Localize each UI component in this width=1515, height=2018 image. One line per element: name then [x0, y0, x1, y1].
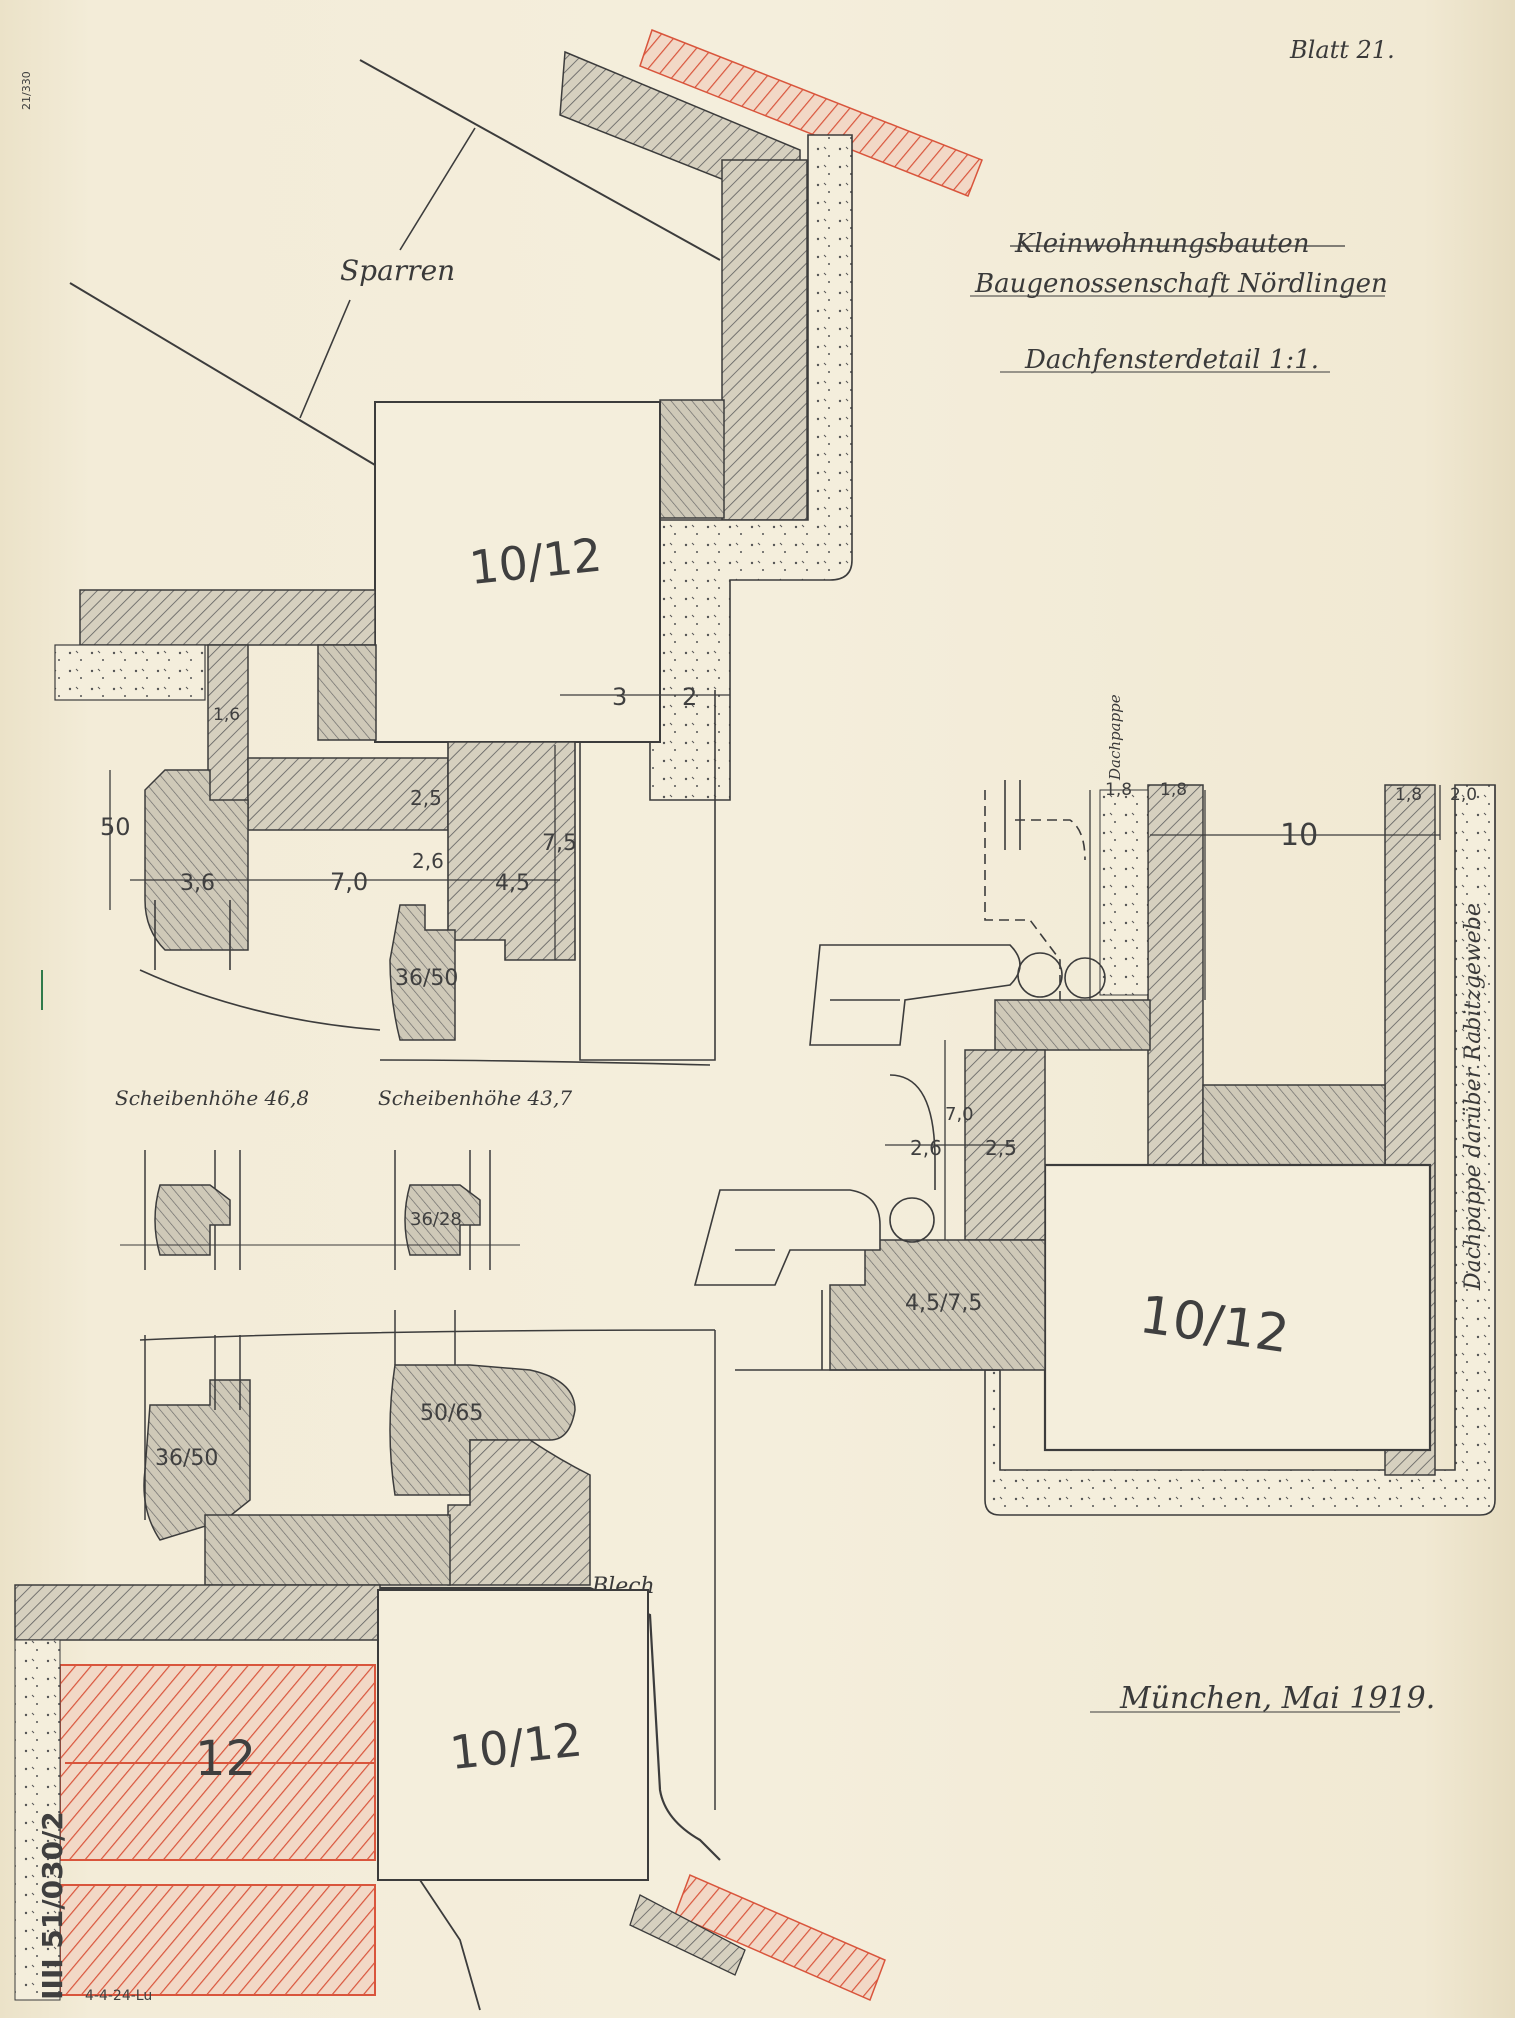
frame-outline-lines: [139, 690, 716, 1066]
sash-label-bottom-right: 50/65: [420, 1401, 483, 1426]
dim-1-6: 1,6: [213, 705, 240, 725]
dim-3: 3: [612, 683, 627, 711]
archive-number: IIII 51/030/2: [36, 1811, 69, 2000]
sash-profile-bottom-left: [143, 1379, 251, 1541]
post-right-inner: [1147, 784, 1204, 1166]
roof-tile-red-top: [639, 29, 983, 197]
label-scheibenhoehe-left: Scheibenhöhe 46,8: [115, 1086, 309, 1110]
cover-strip-right: [994, 999, 1151, 1051]
jamb-left-vertical: [207, 644, 249, 806]
roof-line-bottom: [380, 1879, 481, 2011]
sash-profile-36-50: [389, 904, 456, 1041]
dim-1-8-a: 1,8: [1105, 780, 1132, 800]
frame-lines-bottom: [139, 1310, 716, 1810]
dim-2-6: 2,6: [412, 849, 444, 873]
jamb-block-top: [659, 399, 725, 519]
label-dachpappe-right: Dachpappe darüber Rabitzgewebe: [1461, 903, 1486, 1291]
plaster-top: [649, 134, 853, 801]
sash-label-mid: 36/28: [410, 1209, 462, 1230]
margin-stamp-top: 21/330: [20, 71, 33, 110]
place-date: München, Mai 1919.: [1119, 1681, 1435, 1716]
dim-2: 2: [682, 683, 697, 711]
dim-lines-top: [109, 694, 730, 960]
dim-lines-right: [885, 785, 1496, 1240]
sheet-number: Blatt 21.: [1289, 36, 1395, 64]
sash-profiles-right: [693, 780, 1106, 1371]
title-line-3: Dachfensterdetail 1:1.: [1024, 345, 1319, 375]
beam-section-bottom: [377, 1589, 649, 1881]
dim-7-0-right: 7,0: [945, 1104, 974, 1125]
lintel-top-left: [79, 589, 376, 646]
blech-flashing: [380, 1586, 721, 1861]
block-left-small: [317, 644, 377, 741]
plaster-strip-right-top: [1099, 789, 1149, 996]
dim-2-0: 2,0: [1450, 785, 1477, 805]
roof-tile-red-bottom: [674, 1873, 886, 2002]
dim-50: 50: [100, 813, 131, 841]
beam-section-right: [1043, 1163, 1432, 1452]
beam-section-top: [374, 401, 661, 743]
mid-sash-profiles: [120, 1150, 520, 1270]
dim-2-5: 2,5: [410, 786, 442, 810]
dim-4-5: 4,5: [495, 871, 530, 896]
sill-profile-bottom: [447, 1439, 591, 1586]
dim-2-5-right: 2,5: [985, 1136, 1017, 1160]
title-line-2: Baugenossenschaft Nördlingen: [974, 269, 1388, 299]
dim-3-6: 3,6: [180, 871, 215, 896]
dim-7-5: 7,5: [542, 831, 577, 856]
roof-construction-top: [69, 59, 721, 466]
rafter-label: 12: [195, 1731, 256, 1787]
label-scheibenhoehe-right: Scheibenhöhe 43,7: [378, 1086, 572, 1110]
sash-profile-bottom-right: [389, 1364, 576, 1496]
plaster-strip-bottom-left: [14, 1639, 61, 2001]
roof-board-bottom: [629, 1894, 746, 1976]
header-right: [1202, 1084, 1386, 1166]
jamb-post-top: [721, 159, 808, 521]
lintel-bottom: [14, 1584, 381, 1641]
sash-label-top: 36/50: [395, 966, 458, 991]
sparren-leader-lines: [299, 127, 476, 419]
plaster-right-u: [984, 784, 1496, 1516]
plaster-strip-left: [54, 644, 206, 701]
sash-label-bottom-left: 36/50: [155, 1446, 218, 1471]
rafter-red-lower: [59, 1884, 376, 1996]
title-line-1: Kleinwohnungsbauten: [1014, 229, 1310, 259]
sill-label-right: 4,5/7,5: [905, 1291, 982, 1316]
dim-1-8-c: 1,8: [1395, 785, 1422, 805]
label-sparren: Sparren: [340, 254, 455, 287]
sill-rail-bottom: [204, 1514, 451, 1586]
dim-1-8-b: 1,8: [1160, 780, 1187, 800]
dim-2-6-right: 2,6: [910, 1136, 942, 1160]
label-dachpappe-small: Dachpappe: [1106, 694, 1124, 781]
dim-7-0: 7,0: [330, 868, 368, 896]
margin-note-bottom: 4-4-24-Lu: [85, 1988, 152, 2004]
dim-10: 10: [1280, 818, 1318, 853]
